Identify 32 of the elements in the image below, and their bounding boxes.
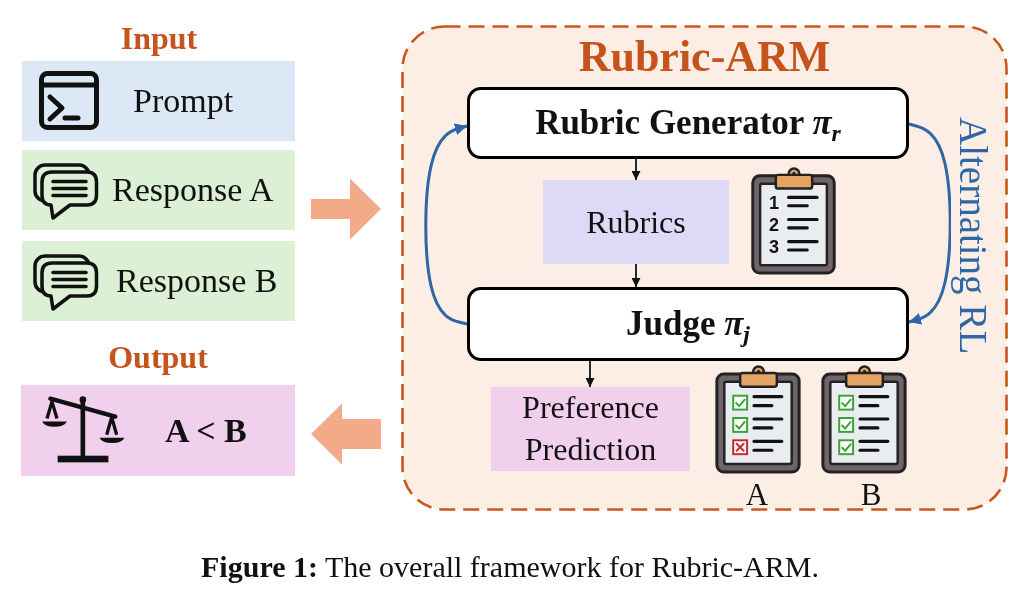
node-label: Preference Prediction xyxy=(521,388,660,469)
node-label: Rubric Generator π$_{r}$ xyxy=(535,102,841,144)
output-box xyxy=(21,385,295,476)
node-label: Prompt xyxy=(133,80,234,121)
list-number: 1 xyxy=(769,194,779,212)
section-heading: Input xyxy=(120,18,198,58)
model-box xyxy=(467,287,909,361)
node-label: Rubrics xyxy=(586,202,686,242)
prediction-box xyxy=(491,387,690,471)
list-number: 3 xyxy=(769,238,779,256)
rubrics-box xyxy=(543,180,729,264)
node-label: A < B xyxy=(165,410,247,451)
list-number: 2 xyxy=(769,216,779,234)
prompt-box xyxy=(22,61,295,141)
curved-arrow xyxy=(908,122,952,325)
node-label: Response A xyxy=(112,169,274,210)
block-arrow xyxy=(311,403,381,465)
section-heading: Output xyxy=(108,337,208,377)
model-box xyxy=(467,87,909,159)
block-arrow xyxy=(311,178,381,240)
response-box xyxy=(22,150,295,230)
arrow xyxy=(631,158,641,181)
curved-arrow xyxy=(424,123,468,326)
container-title: Rubric-ARM xyxy=(578,30,831,83)
arrow xyxy=(631,263,641,288)
arrow xyxy=(585,360,595,388)
clipboard-caption: A xyxy=(745,476,769,514)
response-box xyxy=(22,241,295,321)
clipboard-caption: B xyxy=(860,476,882,514)
figure-caption: Figure 1: The overall framework for Rubric-ARM. xyxy=(201,549,819,585)
node-label: Judge π$_{j}$ xyxy=(626,303,750,345)
node-label: Response B xyxy=(116,260,278,301)
